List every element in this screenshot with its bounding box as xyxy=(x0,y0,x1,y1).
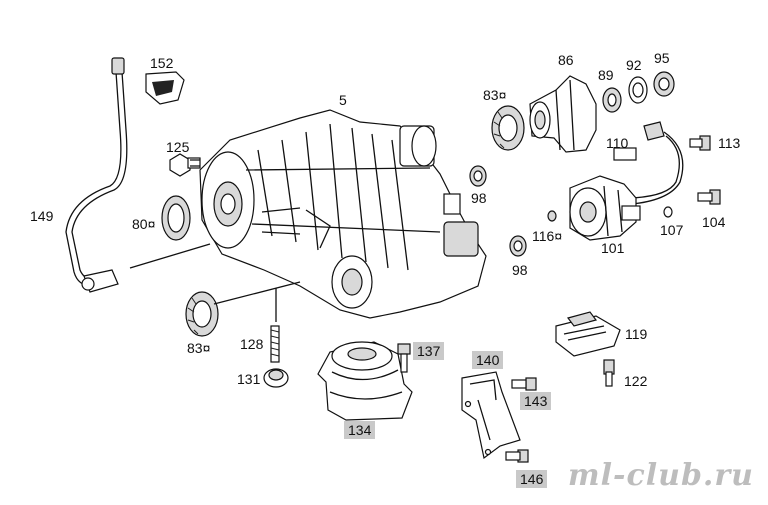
label-part-80: 80¤ xyxy=(132,216,155,232)
label-part-113: 113 xyxy=(718,135,741,151)
bolt-122 xyxy=(603,359,615,387)
breather-tube-149 xyxy=(65,57,128,293)
label-part-116-text: 116 xyxy=(532,228,555,244)
seal-83-lower xyxy=(185,291,219,337)
control-module-119 xyxy=(555,311,621,357)
label-part-92: 92 xyxy=(626,57,642,73)
washer-92 xyxy=(628,76,648,104)
label-part-125: 125 xyxy=(166,139,190,155)
nut-131 xyxy=(263,368,289,388)
plug-98-upper xyxy=(469,165,487,187)
bolt-146 xyxy=(505,449,529,463)
clip-152 xyxy=(145,71,185,105)
label-part-119: 119 xyxy=(625,326,648,342)
label-part-143: 143 xyxy=(520,392,552,410)
label-part-149: 149 xyxy=(30,208,54,224)
label-part-95: 95 xyxy=(654,50,670,66)
label-part-134: 134 xyxy=(344,421,376,439)
marker-symbol-80: ¤ xyxy=(147,216,156,232)
bolt-143 xyxy=(511,377,537,391)
label-part-122: 122 xyxy=(624,373,648,389)
label-part-146: 146 xyxy=(516,470,548,488)
label-part-83-lower: 83¤ xyxy=(187,340,210,356)
actuator-101 xyxy=(569,175,641,241)
label-part-110: 110 xyxy=(606,135,629,151)
washer-116 xyxy=(547,210,557,222)
label-part-5: 5 xyxy=(339,92,347,108)
watermark: ml-club.ru xyxy=(567,458,754,493)
label-part-83-upper: 83¤ xyxy=(483,87,506,103)
bolt-113 xyxy=(689,135,711,151)
label-part-152: 152 xyxy=(150,55,174,71)
mount-134 xyxy=(317,341,413,421)
bolt-125 xyxy=(169,153,201,177)
label-part-98-upper: 98 xyxy=(471,190,487,206)
sensor-110 xyxy=(613,121,684,205)
label-part-107: 107 xyxy=(660,222,684,238)
label-part-128: 128 xyxy=(240,336,264,352)
label-part-137: 137 xyxy=(413,342,445,360)
label-part-80-text: 80 xyxy=(132,216,148,232)
washer-107 xyxy=(663,206,673,218)
stud-128 xyxy=(270,325,280,363)
label-part-83-lower-text: 83 xyxy=(187,340,203,356)
nut-95 xyxy=(653,71,675,97)
label-part-140: 140 xyxy=(472,351,504,369)
label-part-116: 116¤ xyxy=(532,228,562,244)
flange-86 xyxy=(529,75,597,153)
label-part-83-upper-text: 83 xyxy=(483,87,499,103)
label-part-101: 101 xyxy=(601,240,625,256)
washer-89 xyxy=(602,87,622,113)
seal-80 xyxy=(161,195,191,241)
marker-symbol-116: ¤ xyxy=(554,228,563,244)
label-part-131: 131 xyxy=(237,371,261,387)
label-part-104: 104 xyxy=(702,214,726,230)
label-part-89: 89 xyxy=(598,67,614,83)
marker-symbol-83-upper: ¤ xyxy=(498,87,507,103)
label-part-98-lower: 98 xyxy=(512,262,528,278)
transfer-case-5 xyxy=(199,109,487,319)
bolt-137 xyxy=(397,343,411,373)
leader-lines xyxy=(129,243,301,322)
bracket-140 xyxy=(461,371,521,460)
plug-98-lower xyxy=(509,235,527,257)
seal-83-upper xyxy=(491,105,525,151)
label-part-86: 86 xyxy=(558,52,574,68)
marker-symbol-83-lower: ¤ xyxy=(202,340,211,356)
bolt-104 xyxy=(697,189,721,205)
